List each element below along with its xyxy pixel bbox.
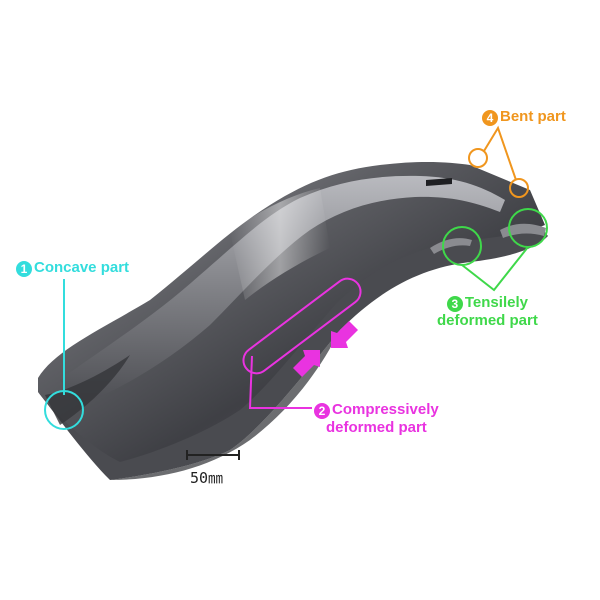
concave-marker-circle [44,390,84,430]
tensile-annotation [442,208,548,292]
part-top-ridge [60,175,505,405]
tensile-number-badge: 3 [446,296,463,312]
part-slot [426,178,452,186]
bent-number-badge: 4 [482,110,498,126]
concave-annotation [44,279,84,430]
concave-label-text: Concave part [34,259,130,276]
part-main-surface [38,161,545,462]
compressive-arrow-left-icon [293,350,320,377]
tensile-leader-line [461,246,529,292]
compressive-leader-line [248,355,312,409]
compressive-label-line1: Compressively [332,401,439,418]
compressive-marker-ellipse [242,277,362,375]
compressive-arrow-right-icon [331,321,358,348]
part-tab-left [430,238,472,254]
tensile-label-line2: deformed part [437,312,538,329]
metal-part [38,161,548,480]
scale-bar [186,450,240,460]
part-tab-right [500,223,546,238]
compressive-annotation [242,277,362,409]
tensile-label-line1: Tensilely [464,294,528,311]
compressive-number-badge: 2 [314,403,330,419]
part-highlight [230,188,330,300]
compressive-label-line2: deformed part [325,419,427,436]
concave-number-badge: 1 [16,261,32,277]
bent-label-text: Bent part [500,108,566,125]
bent-annotation [468,125,529,198]
bent-marker-circle-left [468,148,488,168]
bent-marker-circle-right [509,178,529,198]
part-concave-channel [45,355,130,425]
scale-bar-label: 50㎜ [190,469,224,487]
bent-leader-line [483,125,517,181]
